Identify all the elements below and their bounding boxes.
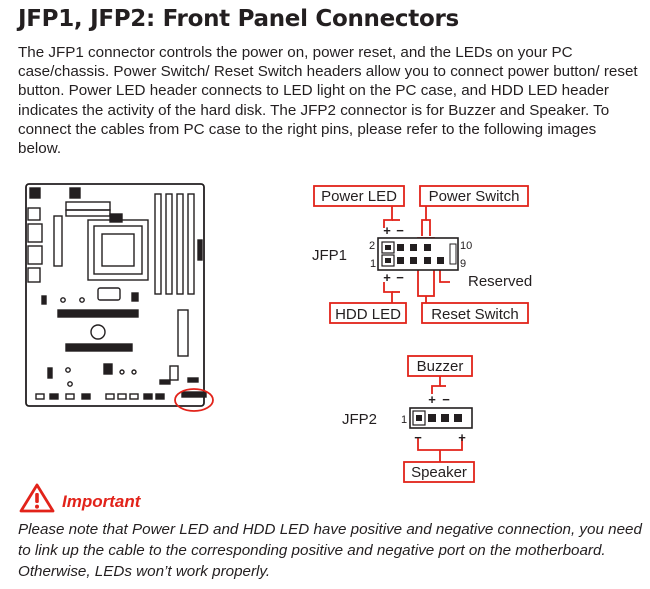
hdd-led-minus: − xyxy=(396,270,404,285)
reserved-label: Reserved xyxy=(468,273,532,290)
connector-highlight-circle xyxy=(174,388,214,412)
motherboard-diagram xyxy=(25,183,214,412)
important-heading: Important xyxy=(62,492,141,511)
speaker-minus: − xyxy=(414,430,422,445)
page-title: JFP1, JFP2: Front Panel Connectors xyxy=(18,6,459,32)
speaker-label: Speaker xyxy=(411,464,467,481)
intro-paragraph: The JFP1 connector controls the power on… xyxy=(18,44,638,158)
reset-switch-label: Reset Switch xyxy=(431,306,519,323)
warning-icon xyxy=(19,483,55,513)
hdd-led-label: HDD LED xyxy=(335,306,401,323)
jfp2-diagram: Buzzer Speaker JFP2 1 + − − + xyxy=(342,355,475,483)
jfp1-pin-1: 1 xyxy=(370,258,376,270)
hdd-led-plus: + xyxy=(383,270,391,285)
power-led-minus: − xyxy=(396,223,404,238)
power-led-plus: + xyxy=(383,223,391,238)
jfp2-name: JFP2 xyxy=(342,411,377,428)
jfp1-pin-2: 2 xyxy=(369,240,375,252)
jfp1-pin-9: 9 xyxy=(460,258,466,270)
buzzer-label: Buzzer xyxy=(417,358,464,375)
important-text: Please note that Power LED and HDD LED h… xyxy=(18,521,642,580)
buzzer-plus: + xyxy=(428,392,436,407)
power-led-label: Power LED xyxy=(321,188,397,205)
power-switch-label: Power Switch xyxy=(429,188,520,205)
jfp1-name: JFP1 xyxy=(312,247,347,264)
buzzer-minus: − xyxy=(442,392,450,407)
jfp1-pin-10: 10 xyxy=(460,240,472,252)
jfp1-diagram: Power LED Power Switch HDD LED Reset Swi… xyxy=(312,185,532,324)
speaker-plus: + xyxy=(458,430,466,445)
jfp2-pin-1: 1 xyxy=(401,414,407,426)
